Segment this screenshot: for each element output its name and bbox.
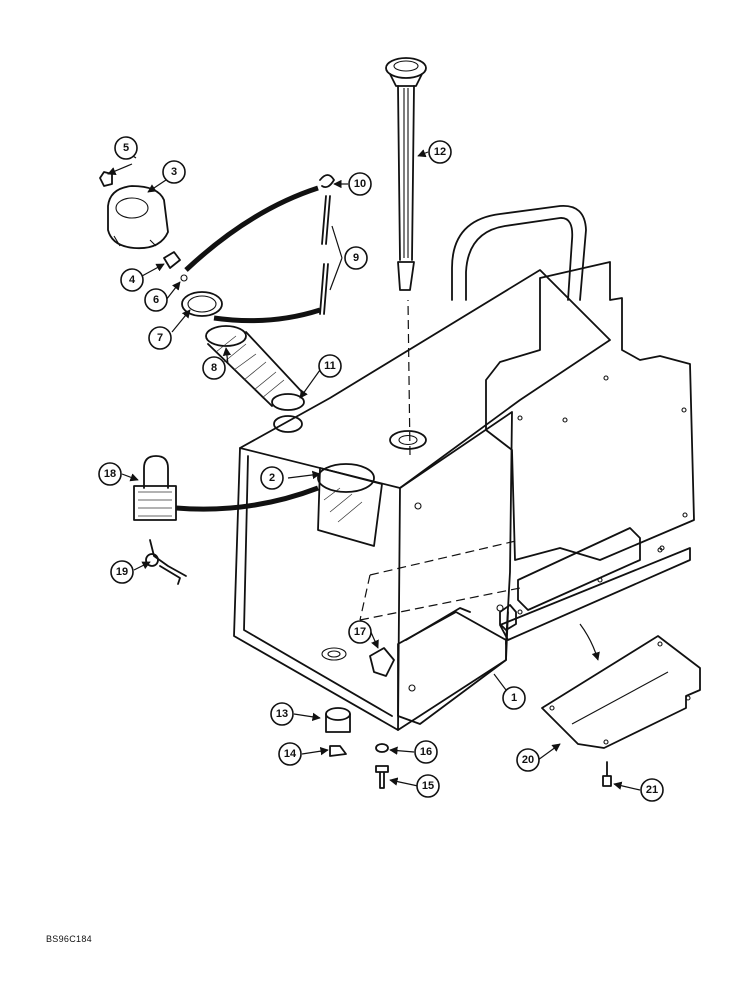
callout-20: 20 bbox=[516, 748, 540, 772]
svg-text:13: 13 bbox=[276, 708, 288, 720]
callout-21: 21 bbox=[640, 778, 664, 802]
keys bbox=[145, 539, 187, 585]
callout-12: 12 bbox=[428, 140, 452, 164]
removal-arrow bbox=[579, 623, 600, 661]
callout-10: 10 bbox=[348, 172, 372, 196]
fuel-sender bbox=[385, 57, 427, 291]
callout-leaders bbox=[107, 149, 641, 791]
callout-19: 19 bbox=[110, 560, 134, 584]
vent-fitting bbox=[99, 171, 113, 187]
drain-plug bbox=[325, 707, 351, 733]
mount-bolt bbox=[375, 765, 389, 789]
drain-washer bbox=[329, 745, 347, 757]
callout-9: 9 bbox=[344, 246, 368, 270]
callout-4: 4 bbox=[120, 268, 144, 292]
svg-text:18: 18 bbox=[104, 468, 116, 480]
floor-brackets bbox=[499, 527, 691, 641]
svg-text:2: 2 bbox=[269, 472, 275, 484]
callout-8: 8 bbox=[202, 356, 226, 380]
callout-2: 2 bbox=[260, 466, 284, 490]
roll-bar bbox=[451, 205, 587, 301]
svg-text:8: 8 bbox=[211, 362, 217, 374]
callout-11: 11 bbox=[318, 354, 342, 378]
bolt-washer bbox=[375, 743, 389, 753]
svg-text:5: 5 bbox=[123, 142, 129, 154]
figure-code: BS96C184 bbox=[46, 934, 92, 944]
svg-text:15: 15 bbox=[422, 780, 434, 792]
callout-16: 16 bbox=[414, 740, 438, 764]
filler-cap bbox=[107, 185, 169, 250]
black-leaders bbox=[175, 185, 321, 512]
cover-bolt bbox=[602, 761, 612, 787]
washer bbox=[180, 274, 188, 282]
tank-port bbox=[321, 647, 347, 661]
callout-3: 3 bbox=[162, 160, 186, 184]
svg-text:16: 16 bbox=[420, 746, 432, 758]
svg-text:10: 10 bbox=[354, 178, 366, 190]
svg-text:20: 20 bbox=[522, 754, 534, 766]
fuel-tank bbox=[233, 269, 611, 731]
svg-text:6: 6 bbox=[153, 294, 159, 306]
callout-18: 18 bbox=[98, 462, 122, 486]
clamp-ring bbox=[273, 415, 303, 433]
cover-plate bbox=[541, 635, 701, 749]
svg-text:19: 19 bbox=[116, 566, 128, 578]
svg-text:3: 3 bbox=[171, 166, 177, 178]
callout-6: 6 bbox=[144, 288, 168, 312]
svg-text:1: 1 bbox=[511, 692, 517, 704]
side-mount-plate bbox=[485, 261, 695, 561]
elbow-fitting bbox=[163, 251, 181, 269]
s-hook bbox=[319, 174, 335, 189]
callout-7: 7 bbox=[148, 326, 172, 350]
callout-15: 15 bbox=[416, 774, 440, 798]
mounting-straps bbox=[359, 299, 521, 621]
callout-14: 14 bbox=[278, 742, 302, 766]
o-ring bbox=[181, 291, 223, 317]
svg-text:4: 4 bbox=[129, 274, 136, 286]
filler-neck bbox=[205, 325, 305, 411]
chain bbox=[319, 195, 331, 315]
tank-fitting bbox=[369, 647, 395, 677]
svg-text:9: 9 bbox=[353, 252, 359, 264]
svg-text:14: 14 bbox=[284, 748, 297, 760]
svg-text:7: 7 bbox=[157, 332, 163, 344]
svg-text:17: 17 bbox=[354, 626, 366, 638]
tank-guard-bracket bbox=[397, 607, 507, 725]
filler-inlet bbox=[317, 463, 383, 547]
svg-text:12: 12 bbox=[434, 146, 446, 158]
callout-5: 5 bbox=[114, 136, 138, 160]
callout-17: 17 bbox=[348, 620, 372, 644]
callout-1: 1 bbox=[502, 686, 526, 710]
svg-text:11: 11 bbox=[324, 360, 336, 372]
padlock bbox=[133, 455, 177, 521]
callout-13: 13 bbox=[270, 702, 294, 726]
svg-text:21: 21 bbox=[646, 784, 658, 796]
